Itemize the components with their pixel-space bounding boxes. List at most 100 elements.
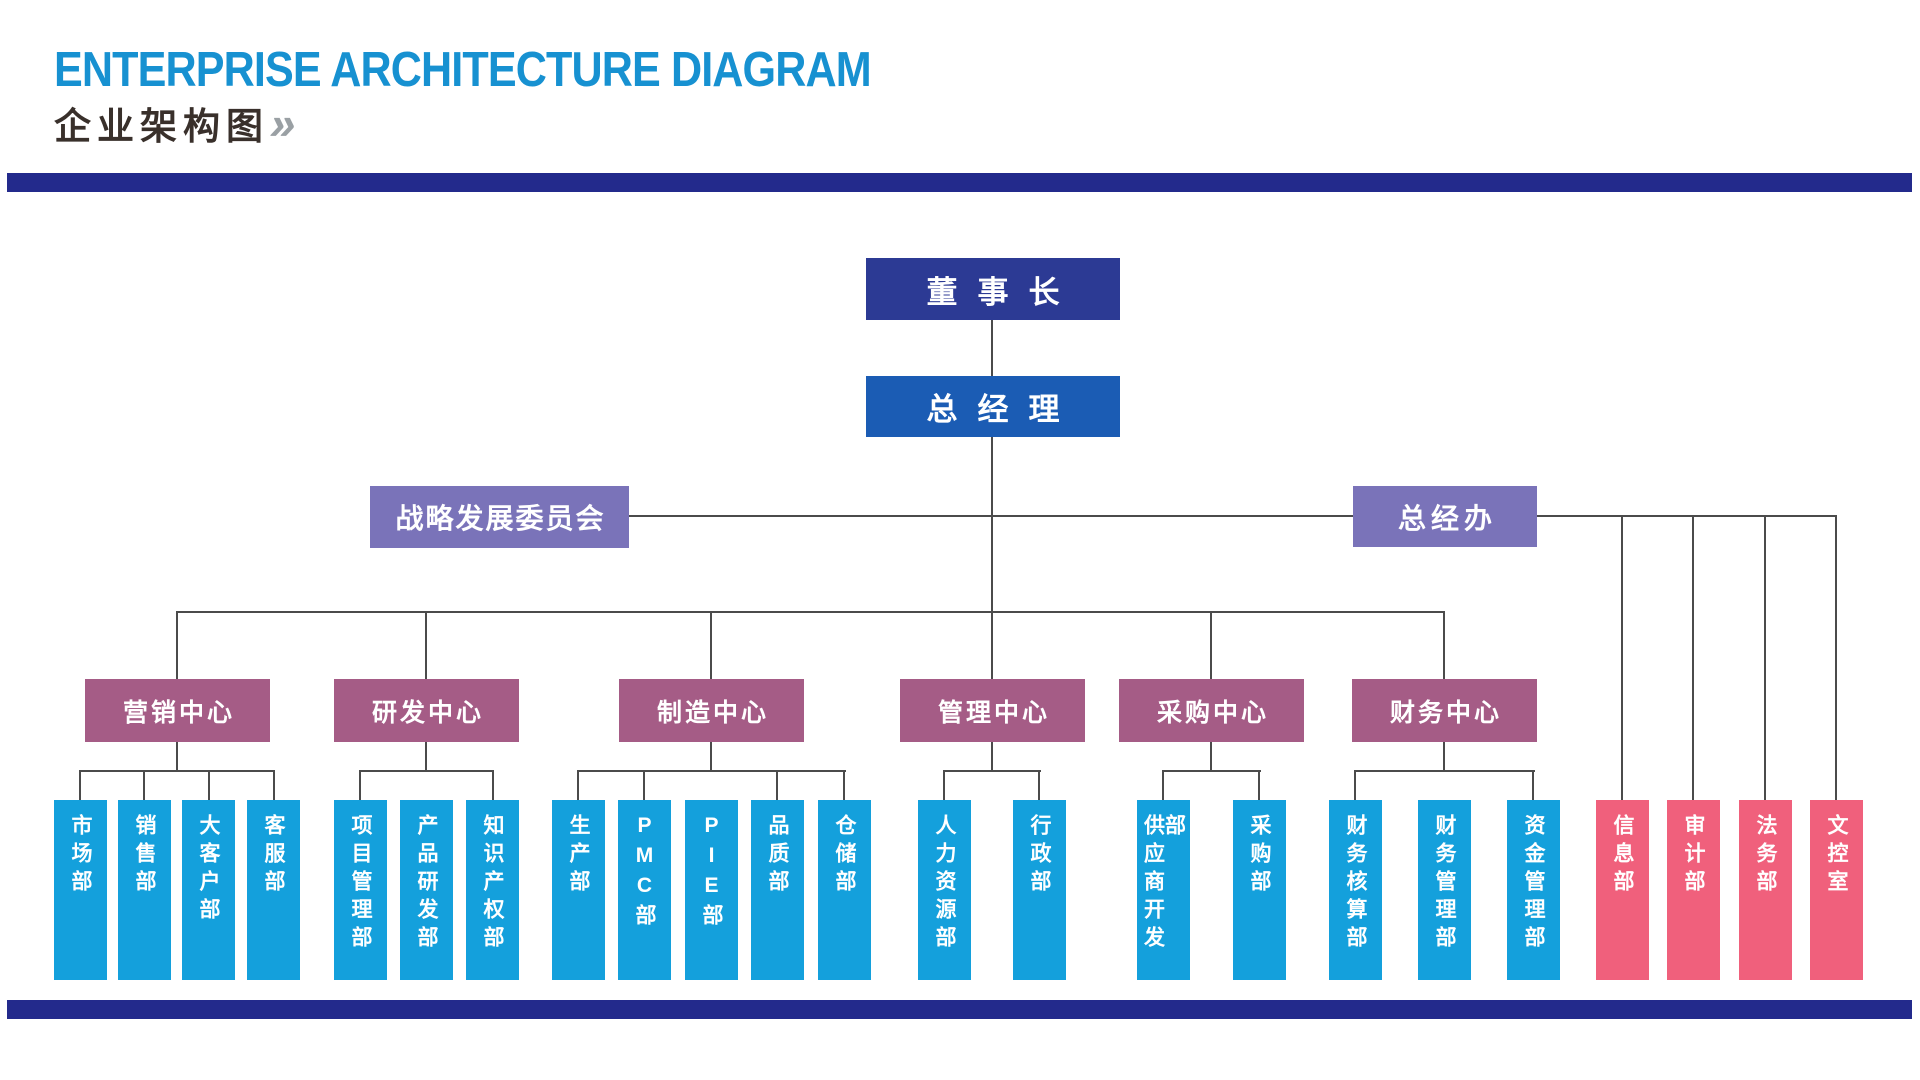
connector-line	[1443, 612, 1445, 679]
connector-line	[79, 770, 275, 772]
connector-line	[1764, 516, 1766, 800]
dept-label: 文控室	[1825, 814, 1848, 898]
dept-node-key-accounts: 大客户部	[182, 800, 235, 980]
dept-node-product-rnd: 产品研发部	[400, 800, 453, 980]
center-node-rnd: 研发中心	[334, 679, 519, 742]
dept-label: PMC部	[633, 814, 656, 932]
connector-line	[1038, 770, 1040, 800]
connector-line	[1692, 516, 1694, 800]
dept-label: 采购部	[1248, 814, 1271, 898]
dept-label: 仓储部	[833, 814, 856, 898]
dept-node-sales: 销售部	[118, 800, 171, 980]
connector-line	[1537, 515, 1837, 517]
dept-node-legal: 法务部	[1739, 800, 1792, 980]
dept-label: 财务管理部	[1433, 814, 1456, 954]
connector-line	[1354, 770, 1356, 800]
page-subtitle: 企业架构图	[54, 106, 269, 147]
connector-line	[176, 612, 178, 679]
connector-line	[79, 770, 81, 800]
center-node-manufacturing: 制造中心	[619, 679, 804, 742]
connector-line	[359, 770, 361, 800]
connector-line	[710, 612, 712, 679]
connector-line	[629, 515, 1353, 517]
connector-line	[577, 770, 846, 772]
dept-node-customer-service: 客服部	[247, 800, 300, 980]
connector-line	[1162, 770, 1164, 800]
connector-line	[273, 770, 275, 800]
dept-label: 大客户部	[197, 814, 220, 926]
connector-line	[1532, 770, 1534, 800]
dept-node-warehouse: 仓储部	[818, 800, 871, 980]
connector-line	[359, 770, 494, 772]
chairman-node: 董事长	[866, 258, 1120, 320]
footer-divider-bar	[7, 1000, 1912, 1019]
connector-line	[776, 770, 778, 800]
dept-node-financial-mgmt: 财务管理部	[1418, 800, 1471, 980]
connector-line	[991, 742, 993, 772]
connector-line	[943, 770, 945, 800]
center-node-finance: 财务中心	[1352, 679, 1537, 742]
dept-label: 供应商开发部	[1141, 814, 1186, 954]
connector-line	[943, 770, 1041, 772]
page-title: ENTERPRISE ARCHITECTURE DIAGRAM	[54, 43, 872, 97]
dept-label: 信息部	[1611, 814, 1634, 898]
strategy-committee-node: 战略发展委员会	[370, 486, 629, 548]
dept-node-accounting: 财务核算部	[1329, 800, 1382, 980]
connector-line	[208, 770, 210, 800]
dept-node-audit: 审计部	[1667, 800, 1720, 980]
dept-label: 人力资源部	[933, 814, 956, 954]
connector-line	[492, 770, 494, 800]
connector-line	[1162, 770, 1261, 772]
connector-line	[425, 742, 427, 772]
dept-label: 知识产权部	[481, 814, 504, 954]
connector-line	[1210, 742, 1212, 772]
dept-label: 品质部	[766, 814, 789, 898]
dept-node-treasury: 资金管理部	[1507, 800, 1560, 980]
dept-node-admin: 行政部	[1013, 800, 1066, 980]
dept-node-production: 生产部	[552, 800, 605, 980]
dept-label: 审计部	[1682, 814, 1705, 898]
connector-line	[991, 437, 993, 679]
double-chevron-icon: »	[265, 97, 303, 149]
dept-node-ip: 知识产权部	[466, 800, 519, 980]
gm-office-node: 总经办	[1353, 486, 1537, 547]
connector-line	[577, 770, 579, 800]
dept-node-it: 信息部	[1596, 800, 1649, 980]
dept-node-pmc: PMC部	[618, 800, 671, 980]
dept-node-market: 市场部	[54, 800, 107, 980]
dept-label: 市场部	[69, 814, 92, 898]
dept-label: 财务核算部	[1344, 814, 1367, 954]
dept-label: 项目管理部	[349, 814, 372, 954]
dept-label: 资金管理部	[1522, 814, 1545, 954]
dept-node-doc-control: 文控室	[1810, 800, 1863, 980]
header-divider-bar	[7, 173, 1912, 192]
general-manager-node: 总经理	[866, 376, 1120, 437]
connector-line	[843, 770, 845, 800]
dept-label: 产品研发部	[415, 814, 438, 954]
dept-label: 客服部	[262, 814, 285, 898]
connector-line	[1621, 516, 1623, 800]
dept-node-quality: 品质部	[751, 800, 804, 980]
connector-line	[1258, 770, 1260, 800]
dept-label: 行政部	[1028, 814, 1051, 898]
connector-line	[1443, 742, 1445, 772]
connector-line	[1210, 612, 1212, 679]
connector-line	[143, 770, 145, 800]
center-node-marketing: 营销中心	[85, 679, 270, 742]
connector-line	[425, 612, 427, 679]
connector-line	[176, 611, 1445, 613]
connector-line	[1835, 516, 1837, 800]
dept-node-hr: 人力资源部	[918, 800, 971, 980]
connector-line	[991, 320, 993, 376]
connector-line	[176, 742, 178, 772]
dept-label: 销售部	[133, 814, 156, 898]
dept-node-purchasing: 采购部	[1233, 800, 1286, 980]
dept-node-pie: PIE部	[685, 800, 738, 980]
connector-line	[1354, 770, 1535, 772]
connector-line	[710, 742, 712, 772]
dept-node-supplier-dev: 供应商开发部	[1137, 800, 1190, 980]
dept-label: PIE部	[700, 814, 723, 932]
dept-label: 法务部	[1754, 814, 1777, 898]
center-node-management: 管理中心	[900, 679, 1085, 742]
